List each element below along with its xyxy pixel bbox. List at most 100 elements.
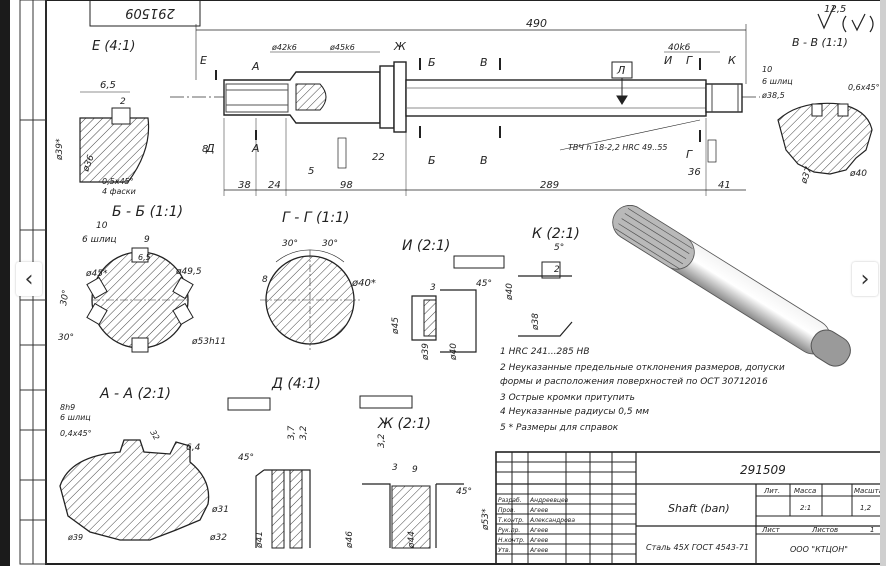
- bb-dim-495: ø49,5: [175, 267, 202, 277]
- zh-dim-32: 3,2: [377, 433, 387, 448]
- dim-38: 38: [238, 180, 251, 191]
- view-e: Е (4:1) 6,5 2 ø39* ø36 0,5х45° 4 фаски: [55, 39, 150, 196]
- bb-dim-45: ø45*: [85, 269, 108, 279]
- title-col-mass: Масса: [794, 487, 816, 495]
- zh-dim-9: 9: [412, 465, 418, 475]
- bb-dim-9: 9: [144, 235, 150, 245]
- note-2-cont: формы и расположения поверхностей по ОСТ…: [500, 377, 768, 387]
- view-zh: Ж (2:1) 3 9 45° ø44 ø53* ø46 3,2: [345, 395, 491, 549]
- aa-dim-39: ø39: [67, 533, 83, 542]
- previous-image-button[interactable]: ‹: [16, 262, 42, 296]
- bb-dim-65: 6,5: [138, 253, 151, 262]
- viewer-left-edge: [0, 0, 10, 566]
- note-1: 1 HRC 241...285 HB: [500, 347, 590, 357]
- section-label-a-top: А: [251, 60, 260, 73]
- datum-letter: Л: [616, 64, 625, 77]
- section-label-e: Е: [200, 54, 207, 67]
- i-angle-45: 45°: [476, 279, 492, 289]
- e-chamfer: 0,5х45°: [102, 177, 134, 186]
- i-dim-39: ø39: [421, 343, 431, 361]
- d-angle-45: 45°: [238, 453, 254, 463]
- dim-fit-45: ø45k6: [329, 43, 355, 52]
- i-dim-40: ø40: [449, 343, 459, 361]
- gg-angle-a: 30°: [282, 239, 298, 249]
- bbt-dim-10: 10: [762, 65, 772, 74]
- chevron-left-icon: ‹: [24, 266, 34, 292]
- title-company: ООО "КТЦОН": [790, 545, 848, 554]
- gg-dim-40: ø40*: [351, 278, 376, 289]
- e-dim-39: ø39*: [55, 138, 65, 161]
- e-grooves: 4 фаски: [102, 187, 136, 196]
- aa-dim-8h9: 8h9: [60, 403, 75, 412]
- signer-name-5: Агеев: [529, 537, 549, 544]
- i-dim-45: ø45: [391, 317, 401, 335]
- signer-name-6: Агеев: [529, 547, 549, 554]
- d-dim-32: 3,2: [299, 425, 309, 440]
- dim-5: 5: [308, 166, 314, 177]
- bb-slots: 6 шлиц: [82, 235, 117, 245]
- title-col-scale: Масштаб: [854, 487, 886, 495]
- bbt-dim-37: ø37: [799, 165, 815, 186]
- bb-dim-53: ø53h11: [191, 337, 226, 347]
- signer-role-5: Н.контр.: [498, 537, 525, 544]
- view-k: К (2:1) 5° 2 ø40 ø38: [505, 226, 580, 337]
- dim-fit-42: ø42k6: [271, 43, 297, 52]
- dim-24: 24: [268, 180, 281, 191]
- chevron-right-icon: ›: [860, 266, 870, 292]
- view-i: И (2:1) 3 45° ø45 ø39 ø40: [391, 238, 505, 361]
- aa-dim-32: 32: [148, 429, 161, 442]
- zh-dim-3: 3: [392, 463, 398, 473]
- hardening-note: ТВЧ h 18-2,2 HRC 49..55: [568, 143, 668, 152]
- view-e-title: Е (4:1): [92, 39, 135, 54]
- view-d-title: Д (4:1): [271, 376, 321, 392]
- aa-dim-32h: ø32: [209, 533, 227, 543]
- view-k-title: К (2:1): [532, 226, 580, 242]
- aa-chamfer: 0,4х45°: [60, 429, 92, 438]
- view-d: Д (4:1) 45° 3,7 3,2 ø41: [227, 376, 321, 549]
- signer-name-2: Агеев: [529, 507, 549, 514]
- view-a-a-title: А - А (2:1): [99, 386, 171, 402]
- note-3: 3 Острые кромки притупить: [500, 393, 635, 403]
- title-mass-value: 1,2: [860, 504, 872, 512]
- bb-angle-a: 30°: [59, 289, 72, 306]
- main-shaft-view: Л Е А А Б Б В В Г Г Ж И К Д 490 ø42k6 ø4…: [170, 17, 760, 196]
- section-label-d: Д: [205, 142, 215, 155]
- i-dim-3: 3: [430, 283, 436, 293]
- gg-angle-b: 30°: [322, 239, 338, 249]
- gg-dim-8: 8: [262, 275, 268, 285]
- bb-angle-b: 30°: [58, 333, 74, 343]
- note-2: 2 Неуказанные предельные отклонения разм…: [500, 363, 785, 373]
- dim-41: 41: [718, 180, 731, 191]
- dim-fit-40: 40k6: [668, 43, 691, 53]
- section-label-b-bottom: Б: [428, 154, 436, 167]
- signer-name-3: Александрова: [529, 517, 575, 524]
- signer-role-3: Т.контр.: [498, 517, 524, 524]
- d-dim-37: 3,7: [287, 425, 297, 440]
- title-part-name: Shaft (ban): [668, 502, 730, 515]
- shaft-3d-render: [612, 205, 851, 367]
- bbt-slots: 6 шлиц: [762, 77, 793, 86]
- signer-role-1: Разраб.: [498, 497, 522, 504]
- title-scale-value: 2:1: [800, 504, 811, 512]
- roughness-symbol: [817, 5, 874, 33]
- k-angle-5: 5°: [554, 243, 564, 253]
- aa-dim-31: ø31: [211, 505, 229, 515]
- dim-289: 289: [540, 180, 559, 191]
- section-label-zh: Ж: [393, 40, 407, 53]
- section-label-g-top: Г: [686, 54, 693, 67]
- corner-stamp-number: 291509: [125, 5, 175, 20]
- view-g-g-title: Г - Г (1:1): [282, 210, 349, 226]
- d-dim-41: ø41: [255, 531, 265, 549]
- dim-98: 98: [340, 180, 353, 191]
- section-label-b-top: Б: [428, 56, 436, 69]
- view-b-b: Б - Б (1:1) 10 6 шлиц 9 6,5 ø45* ø49,5 ø…: [58, 204, 226, 353]
- e-dim-2: 2: [120, 97, 126, 107]
- bb-dim-10: 10: [96, 221, 108, 231]
- bbt-dim-385: ø38,5: [761, 91, 785, 100]
- viewer-right-edge: [880, 0, 886, 566]
- k-dim-40: ø40: [505, 283, 515, 301]
- zh-dim-53: ø53*: [481, 508, 491, 531]
- next-image-button[interactable]: ›: [852, 262, 878, 296]
